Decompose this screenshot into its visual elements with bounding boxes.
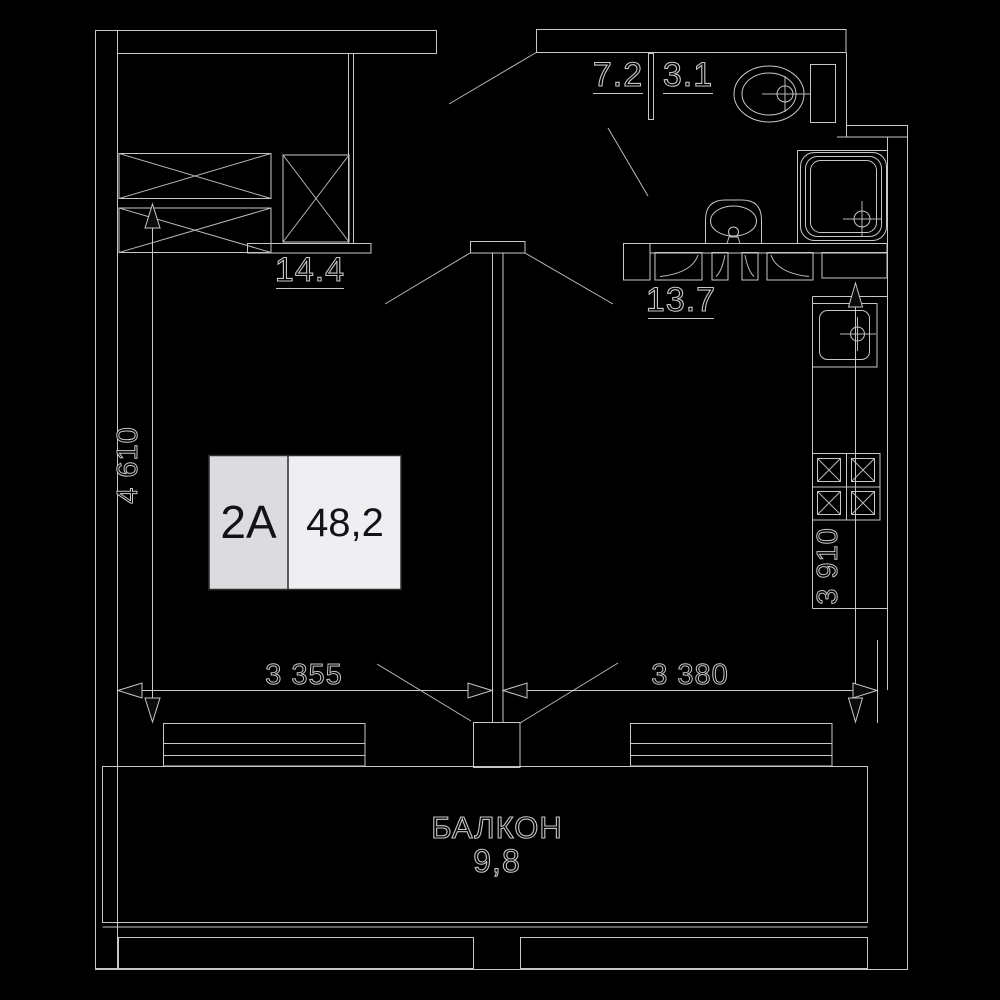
- window-icon: [163, 723, 366, 767]
- hallway-area-label: 7.2: [593, 56, 643, 94]
- window-icon: [630, 723, 833, 767]
- balcony-area-label: 9,8: [473, 843, 520, 879]
- unit-total-area: 48,2: [306, 501, 384, 545]
- balcony-outline: [102, 766, 868, 969]
- dimension-left-height: 4 610: [112, 202, 161, 724]
- kitchen-sink-icon: [812, 303, 878, 368]
- dim-left-label: 4 610: [112, 426, 144, 504]
- balcony-name-label: БАЛКОН: [431, 810, 563, 845]
- dim-bottom-right-label: 3 380: [651, 659, 729, 691]
- room-label-hallway: 7.2: [592, 55, 643, 95]
- bathroom-area-label: 3.1: [663, 56, 713, 94]
- toilet-icon: [733, 64, 836, 123]
- wardrobe-icon: [118, 153, 350, 253]
- door-swing-lines: [376, 51, 649, 724]
- dim-right-label: 3 910: [812, 527, 844, 605]
- dim-bottom-left-label: 3 355: [265, 659, 343, 691]
- dimension-right-height: 3 910: [812, 281, 864, 724]
- room-label-kitchen: 13.7: [645, 280, 716, 319]
- living-area-label: 14.4: [275, 251, 345, 289]
- stove-icon: [812, 453, 881, 521]
- kitchen-area-label: 13.7: [646, 281, 716, 319]
- room-label-living: 14.4: [274, 250, 345, 289]
- unit-code: 2A: [220, 496, 277, 548]
- unit-info-box: 2A 48,2: [208, 454, 402, 591]
- dimension-bottom-left-width: 3 355: [116, 659, 494, 699]
- room-label-balcony: БАЛКОН 9,8: [431, 809, 563, 879]
- shower-icon: [800, 152, 887, 241]
- washbasin-icon: [705, 199, 762, 244]
- walls: [95, 29, 908, 970]
- dimension-bottom-right-width: 3 380: [501, 640, 879, 723]
- room-label-bathroom: 3.1: [662, 55, 713, 95]
